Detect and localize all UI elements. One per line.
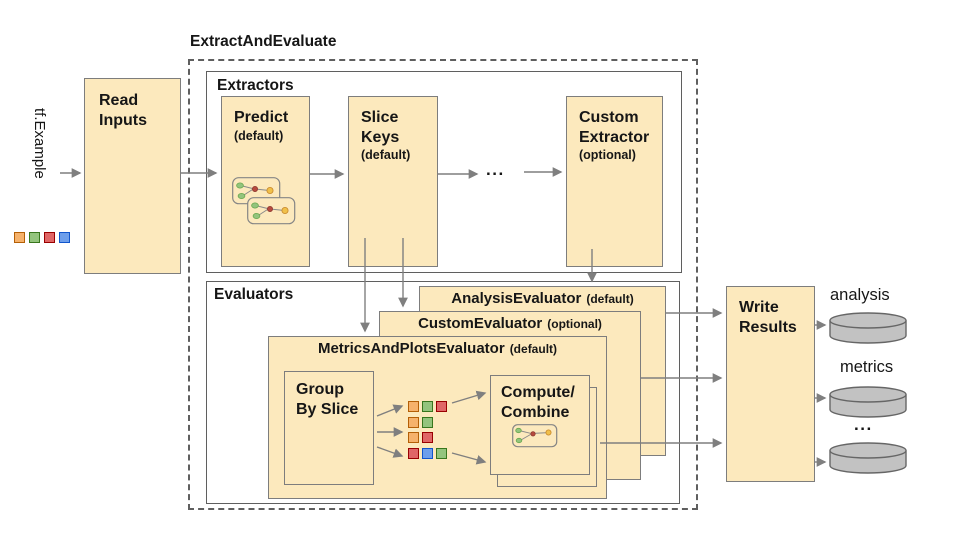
- slice-keys-extractor-box: Slice Keys (default): [348, 96, 438, 267]
- metrics-and-plots-evaluator-qualifier: (default): [509, 342, 558, 356]
- other-database-cylinder: [829, 442, 907, 474]
- green-square: [422, 416, 433, 428]
- red-square: [436, 401, 447, 412]
- analysis-output-label: analysis: [830, 286, 890, 304]
- pipeline-title: ExtractAndEvaluate: [190, 33, 337, 50]
- blue-square: [59, 232, 70, 243]
- input-format-label: tf.Example: [31, 108, 48, 179]
- more-outputs-ellipsis: ...: [854, 415, 873, 434]
- custom-extractor-box: Custom Extractor (optional): [566, 96, 663, 267]
- model-graph-icon: [232, 177, 296, 225]
- custom-extractor-qualifier: (optional): [579, 148, 636, 163]
- green-square: [422, 401, 433, 412]
- example-data-squares: [14, 232, 74, 248]
- sliced-data-squares: [408, 401, 450, 463]
- analysis-evaluator-qualifier: (default): [586, 292, 634, 306]
- orange-square: [408, 432, 419, 443]
- write-results-label: Write Results: [739, 299, 797, 336]
- orange-square: [408, 401, 419, 412]
- slice-keys-qualifier: (default): [361, 148, 411, 163]
- orange-square: [408, 416, 419, 428]
- blue-square: [422, 447, 433, 459]
- evaluators-section-label: Evaluators: [214, 286, 294, 303]
- green-square: [29, 232, 40, 243]
- read-inputs-box: Read Inputs: [84, 78, 181, 274]
- more-extractors-ellipsis: ...: [486, 160, 505, 179]
- metrics-and-plots-evaluator-label: MetricsAndPlotsEvaluator: [317, 340, 505, 357]
- extract-and-evaluate-container: [188, 59, 698, 510]
- custom-extractor-label: Custom Extractor: [579, 109, 650, 146]
- predict-label: Predict: [234, 109, 289, 126]
- compute-combine-label: Compute/ Combine: [501, 384, 575, 421]
- red-square: [408, 447, 419, 459]
- red-square: [44, 232, 55, 243]
- orange-square: [14, 232, 25, 243]
- extractors-section-label: Extractors: [217, 77, 294, 94]
- combine-graph-icon: [512, 424, 558, 448]
- custom-evaluator-label: CustomEvaluator: [418, 315, 543, 332]
- metrics-output-label: metrics: [840, 358, 894, 376]
- analysis-database-cylinder: [829, 312, 907, 344]
- analysis-evaluator-label: AnalysisEvaluator: [451, 290, 582, 307]
- predict-qualifier: (default): [234, 128, 284, 143]
- green-square: [436, 447, 447, 459]
- metrics-database-cylinder: [829, 386, 907, 418]
- group-by-slice-label: Group By Slice: [296, 381, 359, 418]
- group-by-slice-box: Group By Slice: [284, 371, 374, 485]
- predict-extractor-box: Predict (default): [221, 96, 310, 267]
- custom-evaluator-qualifier: (optional): [547, 317, 602, 331]
- write-results-box: Write Results: [726, 286, 815, 482]
- read-inputs-label: Read Inputs: [99, 92, 147, 129]
- red-square: [422, 432, 433, 443]
- slice-keys-label: Slice Keys: [361, 109, 400, 146]
- compute-combine-box: Compute/ Combine: [490, 375, 590, 475]
